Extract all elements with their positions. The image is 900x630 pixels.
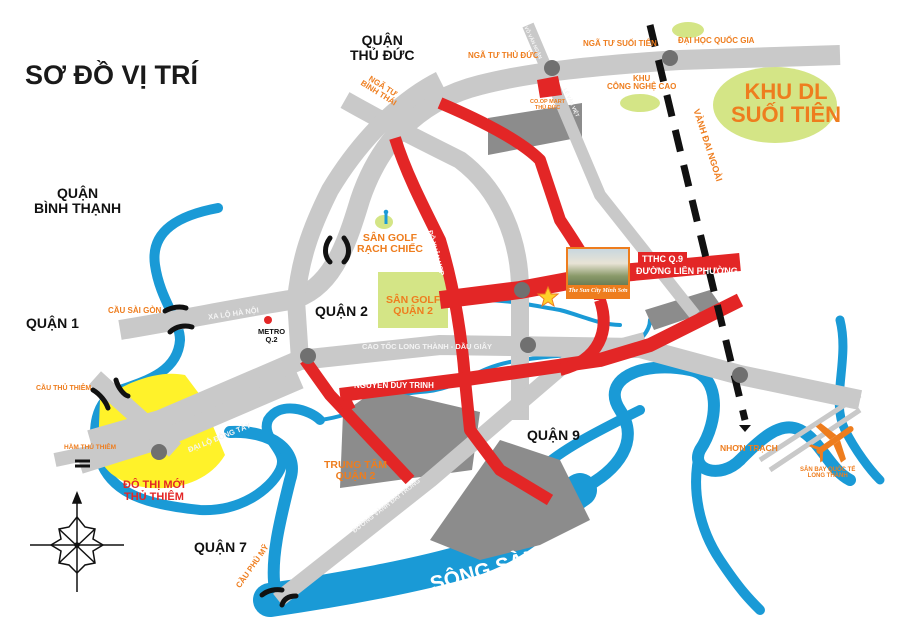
airport-runway (758, 392, 862, 463)
label-trung-tam-q2: TRUNG TÂM QUẬN 2 (324, 459, 387, 483)
label-dai-hoc-quoc-gia: ĐẠI HỌC QUỐC GIA (678, 36, 755, 45)
label-cau-thu-thiem: CẦU THỦ THIÊM (36, 385, 92, 392)
river-far-east (834, 315, 885, 485)
district-q2: QUẬN 2 (315, 303, 368, 319)
label-san-golf-q2: SÂN GOLF QUẬN 2 (386, 294, 441, 318)
coop-mart-block (537, 76, 562, 98)
project-pin-card[interactable]: The Sun City Minh Sơn (566, 247, 630, 299)
road-vanh-dai-trong (273, 332, 648, 607)
bridge-phu-my-1 (259, 587, 285, 598)
label-san-golf-rach-chiec: SÂN GOLF RẠCH CHIẾC (357, 232, 423, 256)
bridge-cau-thu-thiem-2 (113, 377, 131, 399)
bridge-markers (90, 235, 351, 608)
cnc-area (620, 94, 660, 112)
ring-road-outer (646, 24, 749, 421)
road-trung-tam-q2 (300, 356, 415, 485)
road-thu-thiem (88, 371, 182, 457)
district-q7: QUẬN 7 (194, 539, 247, 555)
label-ham-thu-thiem: HẦM THỦ THIÊM (64, 444, 116, 451)
bridge-cau-sai-gon-2 (167, 323, 195, 335)
tag-tthc-q9: TTHC Q.9 (638, 252, 688, 266)
project-star-marker (536, 285, 560, 308)
dhqg-area (672, 22, 704, 38)
label-metro-q2: METRO Q.2 (258, 327, 286, 344)
project-photo (568, 249, 628, 285)
compass-rose-icon (30, 490, 124, 592)
label-nga-tu-thu-duc: NGÃ TƯ THỦ ĐỨC (468, 51, 539, 60)
green-zones (375, 22, 837, 328)
label-nhon-trach: NHƠN TRẠCH (720, 443, 778, 453)
bridge-phu-my-2 (279, 593, 299, 608)
golf-rach-chiec-icon-bg (375, 215, 393, 229)
page-title: SƠ ĐỒ VỊ TRÍ (25, 60, 199, 90)
district-q1: QUẬN 1 (26, 315, 79, 331)
suoi-tien-area (713, 67, 837, 143)
label-khu-cong-nghe-cao: KHU CÔNG NGHỆ CAO (607, 74, 677, 92)
bridge-rach-chiec-2 (341, 235, 351, 265)
district-thu-duc: QUẬN THỦ ĐỨC (350, 32, 415, 63)
bridge-rach-chiec-1 (323, 235, 333, 265)
project-caption: The Sun City Minh Sơn (568, 288, 628, 294)
road-label-cao-toc: CAO TỐC LONG THÀNH - DẦU GIÂY (362, 342, 492, 351)
label-nga-tu-suoi-tien: NGÃ TƯ SUỐI TIÊN (583, 39, 657, 48)
river-east-2 (734, 421, 856, 486)
metro-q2-dot (264, 316, 272, 324)
road-duong-lien-phuong (438, 253, 741, 309)
road-label-nguyen-duy-trinh: NGUYỄN DUY TRINH (354, 381, 434, 390)
label-cau-sai-gon: CẦU SÀI GÒN (108, 306, 162, 315)
road-do-xuan-hop (389, 136, 554, 506)
label-do-thi-moi-thu-thiem: ĐÔ THỊ MỚI THỦ THIÊM (123, 479, 185, 503)
road-west-loop (287, 71, 445, 361)
airplane-icon (808, 423, 854, 463)
bridge-cau-thu-thiem-1 (90, 387, 111, 411)
river-q7 (224, 425, 298, 596)
intersection-nodes (151, 50, 748, 460)
river-east-3 (691, 445, 765, 615)
road-ham-thu-thiem (53, 433, 152, 467)
road-red-east-curve (558, 298, 610, 376)
road-nguyen-duy-trinh (339, 293, 744, 402)
label-coop-mart: CO.OP MART THỦ ĐỨC (530, 99, 566, 111)
road-label-lien-phuong: ĐƯỜNG LIÊN PHƯỜNG (636, 266, 738, 276)
road-red-south (339, 397, 356, 413)
tunnel-marker (75, 459, 90, 468)
bridge-cau-sai-gon-1 (162, 304, 189, 314)
label-san-bay-long-thanh: SÂN BAY QUỐC TẾ LONG THÀNH (800, 467, 856, 480)
golf-q2-area (378, 272, 448, 328)
label-khu-dl-suoi-tien: KHU DL SUỐI TIÊN (731, 79, 842, 128)
district-q9: QUẬN 9 (527, 427, 580, 443)
airport-runway-2 (768, 407, 862, 473)
district-binh-thanh: QUẬN BÌNH THẠNH (34, 185, 122, 216)
ring-road-arrow (739, 425, 751, 432)
golfer-icon (383, 209, 389, 224)
